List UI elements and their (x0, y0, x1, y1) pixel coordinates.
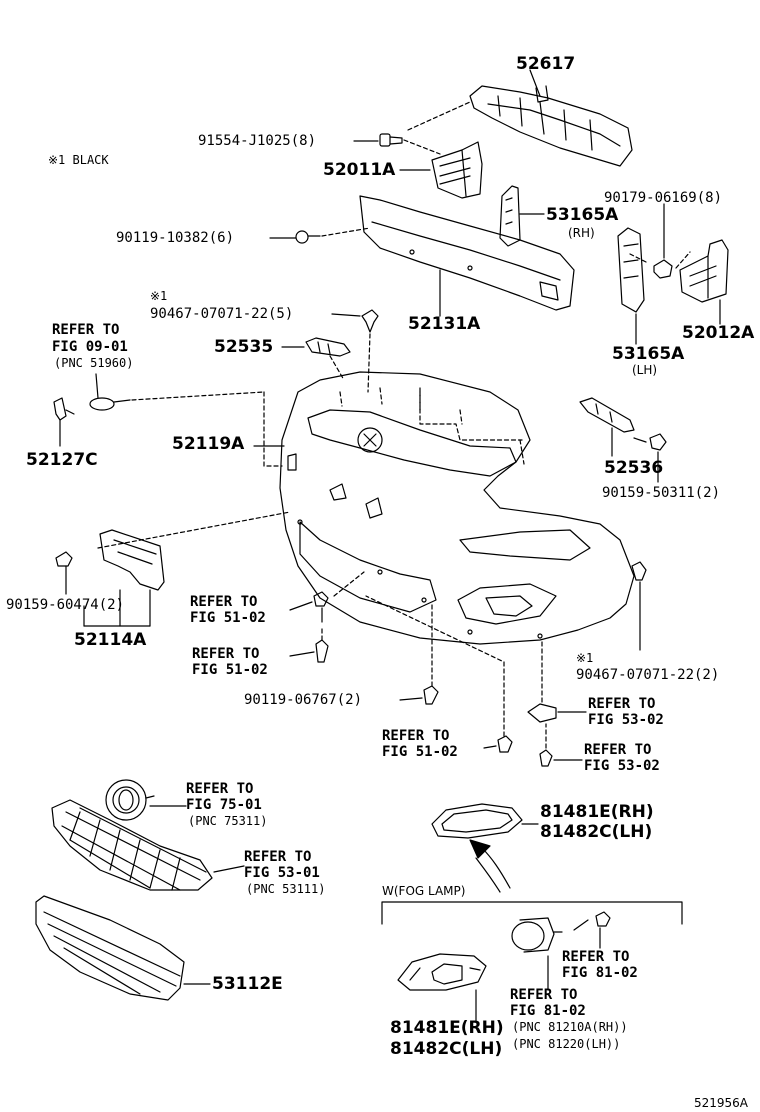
label-91554-j1025: 91554-J1025(8) (198, 133, 317, 149)
bracket-52011a (399, 141, 483, 199)
label-81482c-lh-bottom: 81482C(LH) (390, 1039, 503, 1059)
label-52119a: 52119A (172, 434, 245, 454)
bracket-53165a-rh (499, 185, 545, 247)
nut-90179 (629, 203, 691, 279)
label-90159-50311: 90159-50311(2) (602, 485, 721, 501)
label-53112e: 53112E (212, 974, 283, 994)
label-52131a: 52131A (408, 314, 481, 334)
clip-refer-51-02-a (289, 571, 365, 623)
diagram-code: 521956A (694, 1096, 749, 1110)
fog-lamp-group-bracket (381, 901, 683, 925)
note-black: ※1 BLACK (48, 153, 109, 167)
pnc-81220-lh: (PNC 81220(LH)) (512, 1037, 621, 1051)
label-90467-07071-22-2: 90467-07071-22(2) (576, 667, 720, 683)
ref-53-02-a-line1: REFER TO (588, 696, 656, 712)
bolt-90159-60474 (55, 551, 73, 595)
emblem-75311 (105, 779, 187, 821)
screw-90119-06767 (399, 603, 439, 705)
label-52536: 52536 (604, 458, 664, 478)
ref-81-02-b-line2: FIG 81-02 (510, 1003, 586, 1019)
bolt-90119-10382 (269, 227, 371, 244)
fog-bezel-81481e-top (431, 803, 539, 839)
note1-bottom: ※1 (576, 651, 594, 665)
label-rh: (RH) (568, 226, 595, 240)
ref-53-02-b-line1: REFER TO (584, 742, 652, 758)
retainer-52535 (281, 337, 351, 381)
ref-51-02-a-line1: REFER TO (190, 594, 258, 610)
label-52127c: 52127C (26, 450, 98, 470)
screw-refer-51-02-c (365, 595, 513, 753)
label-81481e-rh-top: 81481E(RH) (540, 802, 654, 822)
label-90179-06169: 90179-06169(8) (604, 190, 723, 206)
license-bracket-52114a (83, 511, 291, 627)
label-52535: 52535 (214, 337, 274, 357)
screw-refer-51-02-b (289, 625, 329, 663)
bolt-91554 (353, 101, 471, 155)
ref-53-02-a-line2: FIG 53-02 (588, 712, 664, 728)
ref-09-01-line1: REFER TO (52, 322, 120, 338)
label-81481e-rh-bottom: 81481E(RH) (390, 1018, 504, 1038)
arrow-up (469, 839, 511, 893)
ref-53-01-line2: FIG 53-01 (244, 865, 320, 881)
label-lh: (LH) (632, 363, 658, 377)
tow-hook-eye (89, 373, 265, 411)
label-90467-07071-22-5: 90467-07071-22(5) (150, 306, 294, 322)
ref-09-01-pnc: (PNC 51960) (54, 356, 134, 370)
lower-grille-53112e (35, 895, 211, 1001)
reinforcement-52131a (359, 195, 575, 317)
fog-lamp-group-label: W(FOG LAMP) (382, 884, 466, 898)
ref-75-01-pnc: (PNC 75311) (188, 814, 268, 828)
label-53165a-rh: 53165A (546, 205, 619, 225)
grille-53111 (51, 799, 245, 891)
ref-81-02-a-line1: REFER TO (562, 949, 630, 965)
bolt-90159-50311 (633, 433, 667, 483)
fog-lamp-81210 (511, 917, 563, 991)
ref-09-01-line2: FIG 09-01 (52, 339, 128, 355)
retainer-52536 (579, 397, 635, 457)
ref-75-01-line2: FIG 75-01 (186, 797, 262, 813)
ref-51-02-c-line2: FIG 51-02 (382, 744, 458, 760)
label-52012a: 52012A (682, 323, 755, 343)
bracket-53165a-lh (617, 227, 645, 345)
label-52011a: 52011A (323, 160, 396, 180)
ref-53-01-pnc: (PNC 53111) (246, 882, 326, 896)
bracket-52012a (679, 239, 729, 325)
ref-81-02-a-line2: FIG 81-02 (562, 965, 638, 981)
label-52114a: 52114A (74, 630, 147, 650)
label-81482c-lh-top: 81482C(LH) (540, 822, 653, 842)
fog-screw-81-02 (573, 911, 611, 949)
label-90119-10382: 90119-10382(6) (116, 230, 235, 246)
label-53165a-lh: 53165A (612, 344, 685, 364)
clip-90467-top (331, 309, 379, 393)
pnc-81210a-rh: (PNC 81210A(RH)) (512, 1020, 628, 1034)
note1-top: ※1 (150, 289, 168, 303)
bumper-cover-52119a (253, 371, 635, 645)
ref-51-02-b-line2: FIG 51-02 (192, 662, 268, 678)
ref-53-02-b-line2: FIG 53-02 (584, 758, 660, 774)
label-90159-60474: 90159-60474(2) (6, 597, 125, 613)
label-52617: 52617 (516, 54, 576, 74)
ref-81-02-b-line1: REFER TO (510, 987, 578, 1003)
upper-bracket-52617 (469, 69, 633, 167)
ref-51-02-c-line1: REFER TO (382, 728, 450, 744)
label-90119-06767: 90119-06767(2) (244, 692, 363, 708)
clip-refer-53-02-a (527, 639, 587, 723)
ref-75-01-line1: REFER TO (186, 781, 254, 797)
screw-refer-53-02-b (539, 723, 583, 767)
ref-53-01-line1: REFER TO (244, 849, 312, 865)
cover-52127c (53, 397, 75, 447)
fog-bezel-81481e-bottom (397, 953, 487, 1023)
ref-51-02-a-line2: FIG 51-02 (190, 610, 266, 626)
ref-51-02-b-line1: REFER TO (192, 646, 260, 662)
clip-90467-bottom (631, 561, 647, 651)
